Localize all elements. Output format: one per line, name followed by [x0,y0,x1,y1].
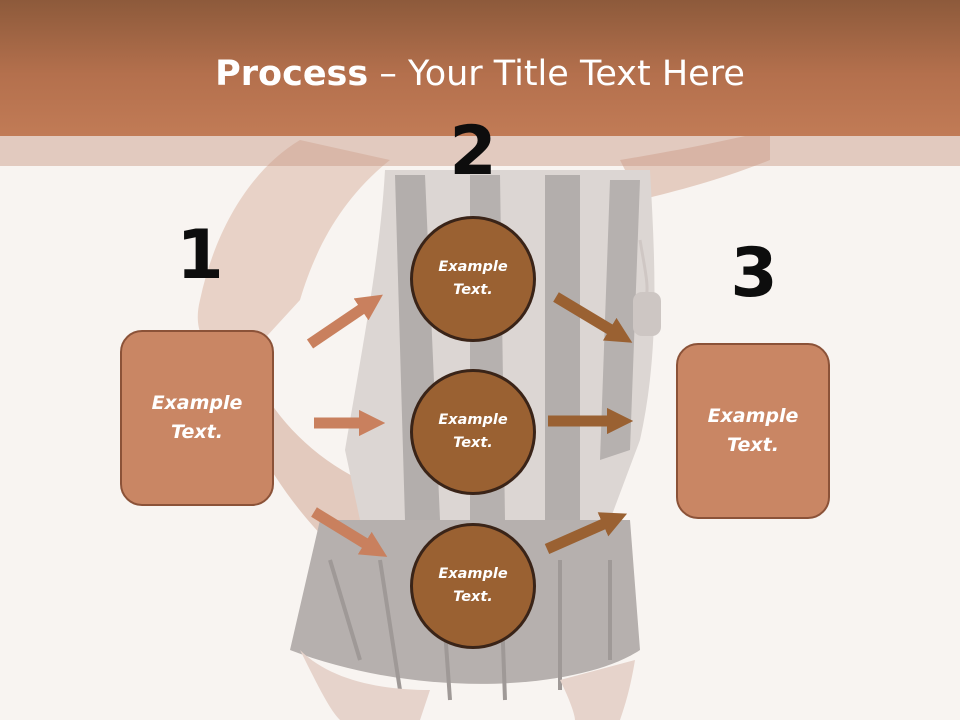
arrow-left-up [306,294,383,349]
slide-title: Process – Your Title Text Here [0,52,960,96]
header-band [0,0,960,136]
arrow-left-down [311,507,388,557]
arrow-right-up [544,512,628,555]
title-rest: – Your Title Text Here [368,54,745,94]
header-strip [0,136,960,166]
step2-circle-bottom-text: Example Text. [438,566,508,605]
step-number-1: 1 [176,216,224,295]
step1-text: Example Text. [151,392,243,443]
step-number-3: 3 [730,234,778,313]
step1-box: Example Text. [120,330,274,506]
title-bold: Process [215,54,369,94]
step3-text: Example Text. [707,405,799,456]
step2-circle-middle: Example Text. [410,369,536,495]
step2-circle-top: Example Text. [410,216,536,342]
step2-circle-bottom: Example Text. [410,523,536,649]
step-number-2: 2 [449,112,497,191]
arrow-right-down [553,292,633,343]
step3-box: Example Text. [676,343,830,519]
step2-circle-middle-text: Example Text. [438,412,508,451]
step2-circle-top-text: Example Text. [438,259,508,298]
